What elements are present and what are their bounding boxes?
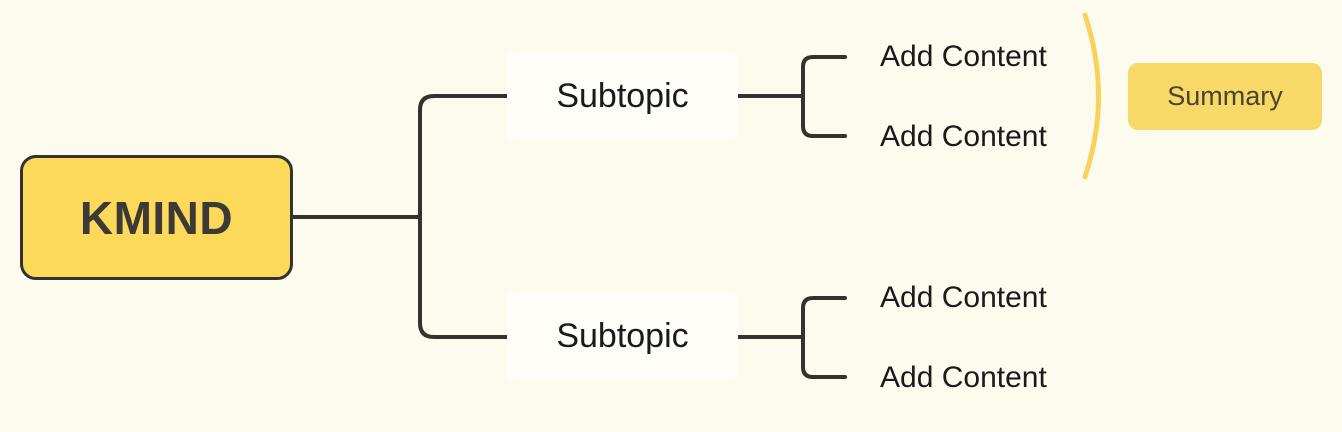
root-node-kmind[interactable]: KMIND — [20, 155, 293, 280]
leaf-node-add-content-3[interactable]: Add Content — [880, 281, 1047, 314]
leaf-node-add-content-1[interactable]: Add Content — [880, 40, 1047, 73]
summary-node[interactable]: Summary — [1128, 63, 1322, 130]
connector-branch-2-elbow — [801, 296, 847, 379]
leaf-node-add-content-2[interactable]: Add Content — [880, 120, 1047, 153]
summary-bracket-icon — [1082, 12, 1101, 180]
connector-fork-upper — [418, 94, 509, 219]
subtopic-node-1[interactable]: Subtopic — [507, 52, 738, 140]
subtopic-node-2[interactable]: Subtopic — [507, 292, 738, 380]
leaf-node-add-content-4[interactable]: Add Content — [880, 361, 1047, 394]
connector-fork-lower — [418, 215, 509, 339]
connector-branch-1-elbow — [801, 55, 847, 138]
